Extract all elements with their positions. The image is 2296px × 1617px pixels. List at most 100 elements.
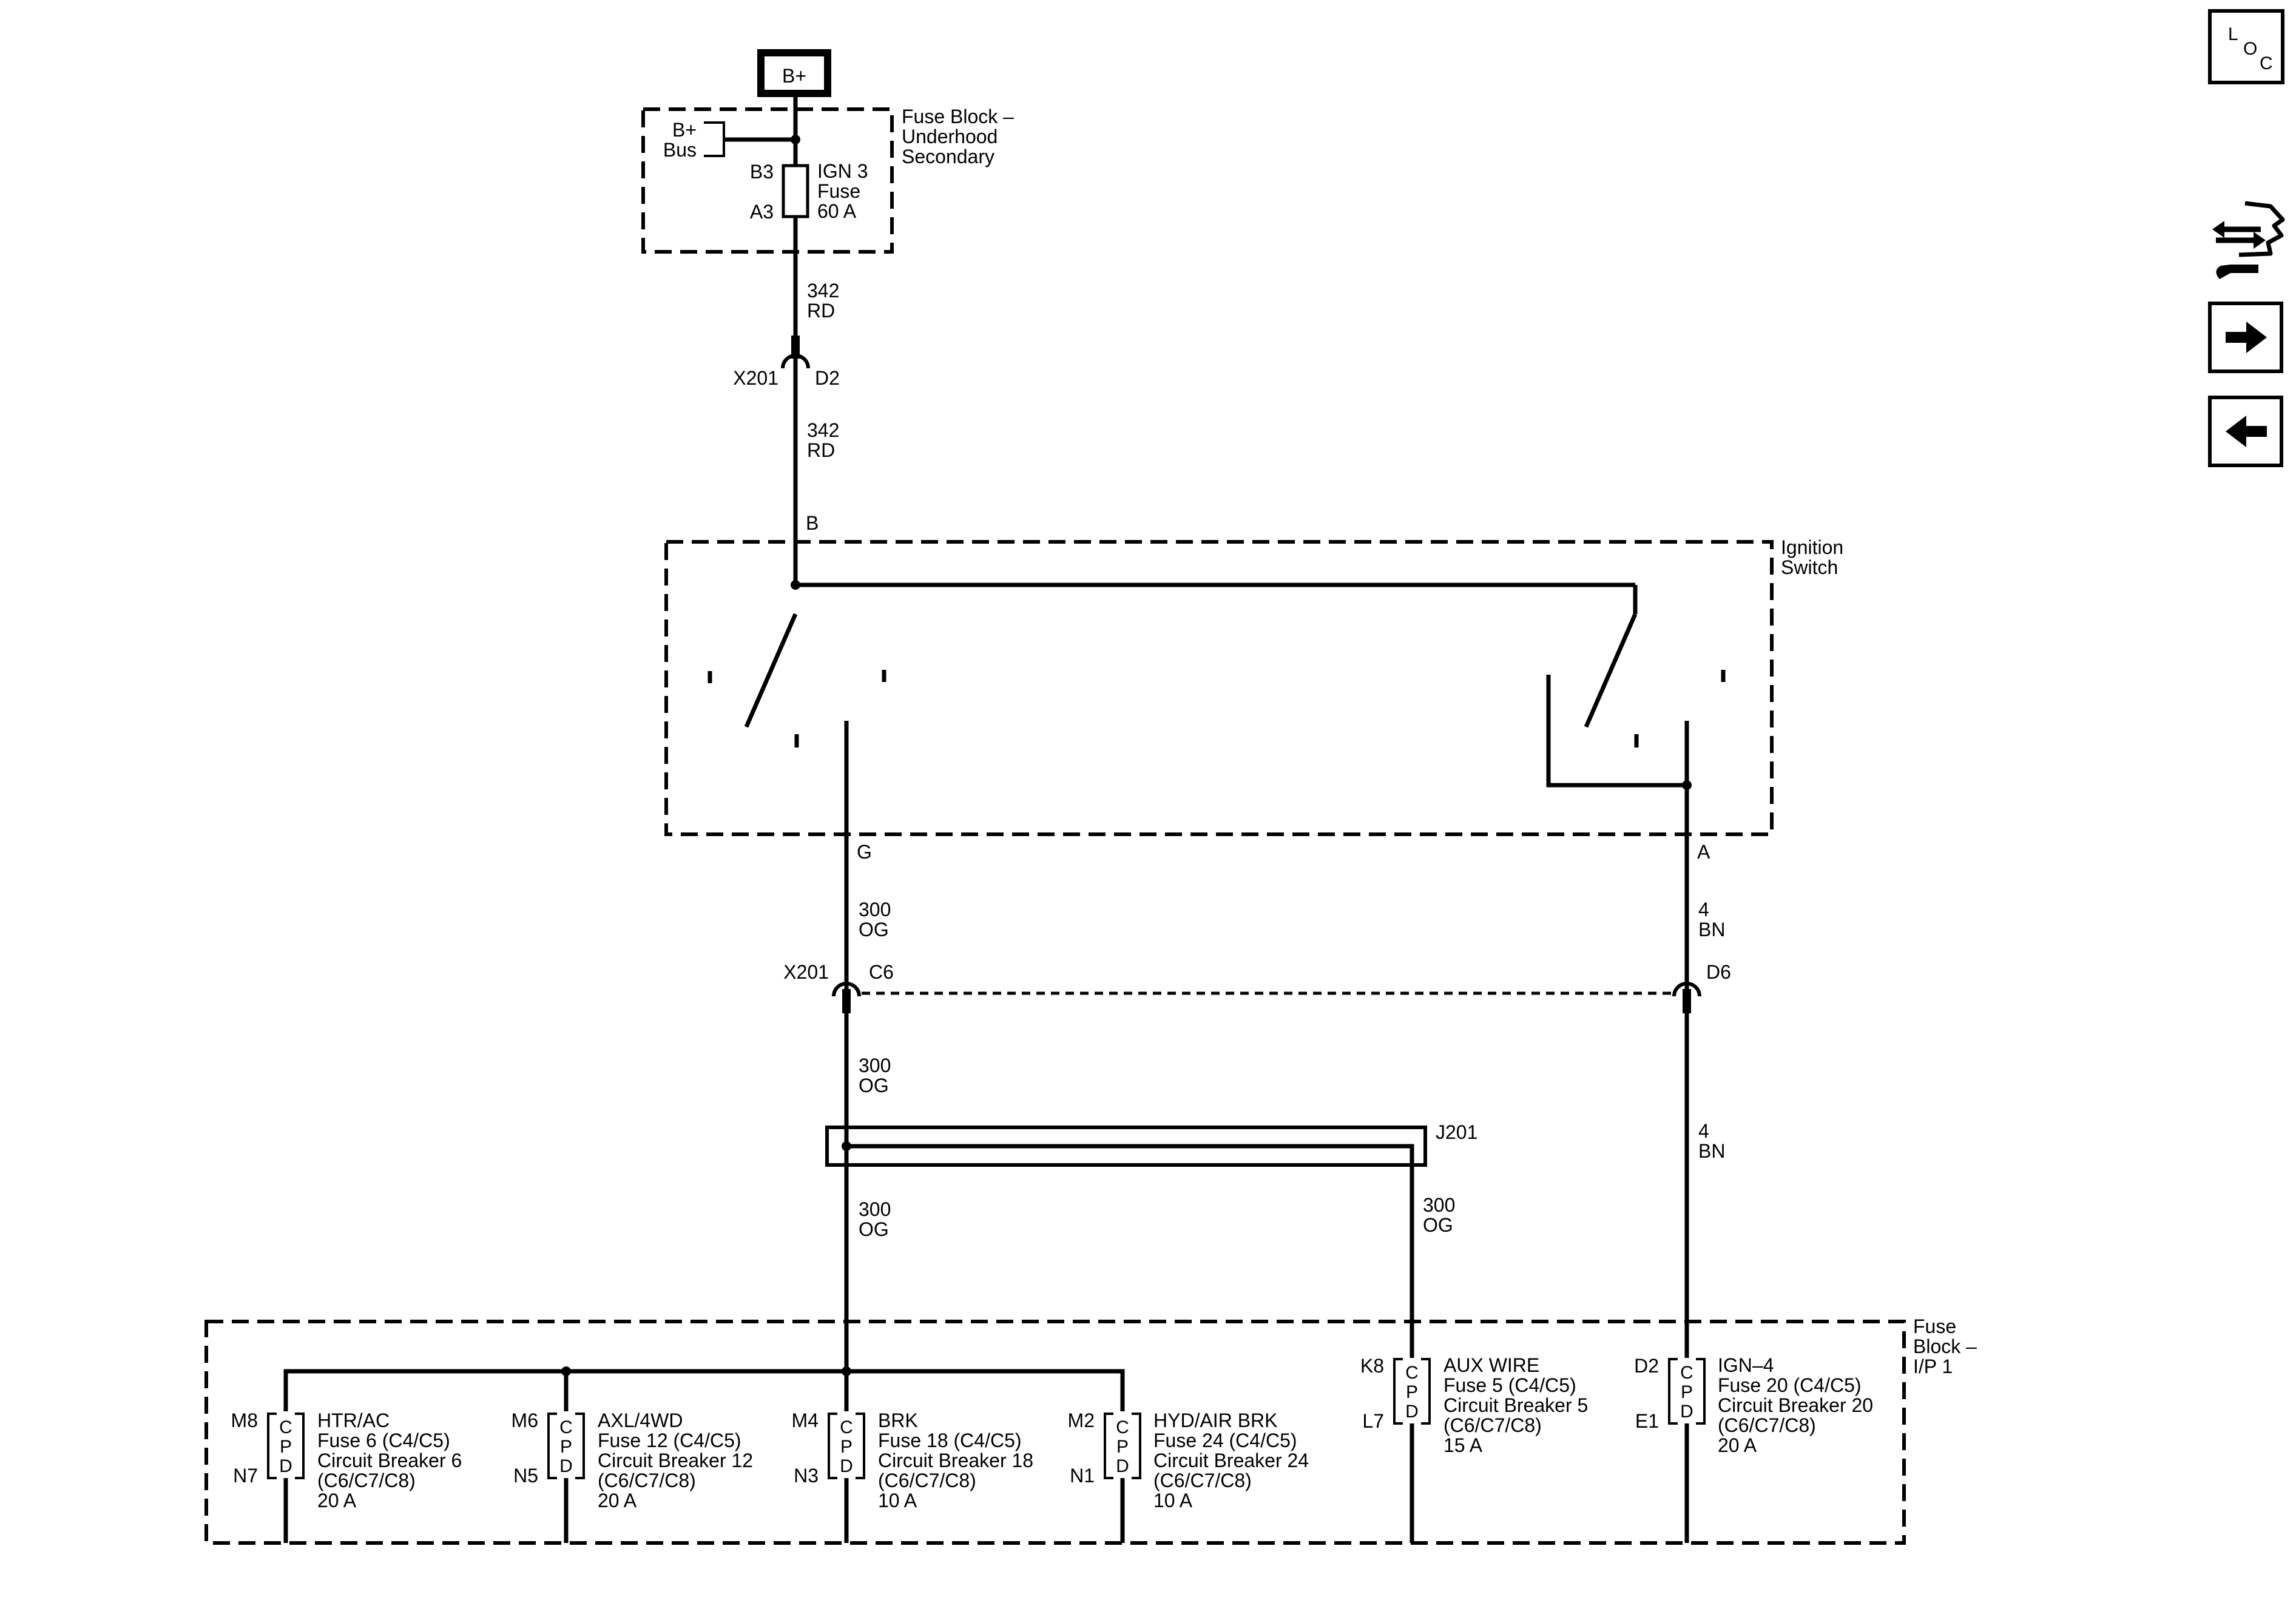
device-htr-ac-pin-top: M8 [231,1409,258,1431]
device-brk-line-3: Circuit Breaker 18 [878,1450,1033,1471]
device-hyd-air-brk-line-4: (C6/C7/C8) [1153,1470,1252,1491]
svg-text:D: D [1116,1456,1129,1476]
device-htr-ac-line-5: 20 A [317,1490,357,1511]
device-ign-4-line-2: Fuse 20 (C4/C5) [1718,1374,1862,1396]
svg-text:O: O [2243,39,2257,59]
loc-button[interactable]: L O C [2208,9,2284,84]
circuit-protection-device-brk: C P D [828,1413,865,1479]
connector-x201-bottom: X201 C6 D6 [783,961,1731,1013]
device-hyd-air-brk-line-2: Fuse 24 (C4/C5) [1153,1430,1297,1451]
device-aux-wire-line-2: Fuse 5 (C4/C5) [1443,1374,1576,1396]
svg-text:P: P [1116,1437,1129,1457]
device-brk-line-1: BRK [878,1409,918,1431]
ignition-switch-pin-g: G [857,841,872,863]
device-brk-line-5: 10 A [878,1490,917,1511]
device-brk-line-4: (C6/C7/C8) [878,1470,976,1491]
device-axl-4wd-line-2: Fuse 12 (C4/C5) [598,1430,741,1451]
device-aux-wire-pin-top: K8 [1360,1355,1384,1377]
svg-text:C: C [1116,1417,1129,1437]
svg-text:P: P [560,1437,572,1457]
wire-4-label-a-2: BN [1698,919,1725,940]
battery-positive-label: B+ [782,65,806,87]
svg-text:C: C [559,1417,573,1437]
device-axl-4wd-pin-top: M6 [512,1409,538,1431]
ign3-fuse-label-2: Fuse [817,180,860,202]
svg-text:C: C [1680,1363,1693,1383]
ign3-fuse-label-1: IGN 3 [817,160,868,182]
ign3-fuse-label-3: 60 A [817,200,857,222]
circuit-protection-device-aux-wire: C P D [1393,1358,1431,1425]
previous-page-button[interactable] [2208,396,2283,467]
bus-label-1: B+ [672,119,697,141]
device-htr-ac-line-2: Fuse 6 (C4/C5) [317,1430,450,1451]
circuit-protection-device-hyd-air-brk: C P D [1104,1413,1141,1479]
next-page-button[interactable] [2208,302,2283,373]
device-axl-4wd-line-4: (C6/C7/C8) [598,1470,696,1491]
device-hyd-air-brk-line-5: 10 A [1153,1490,1193,1511]
device-hyd-air-brk-line-1: HYD/AIR BRK [1153,1409,1277,1431]
wire-300-label-a-2: OG [859,919,889,940]
device-aux-wire-line-5: 15 A [1443,1434,1483,1456]
svg-text:D: D [840,1456,853,1476]
device-ign-4-line-3: Circuit Breaker 20 [1718,1394,1873,1416]
device-ign-4-pin-top: D2 [1634,1355,1659,1377]
svg-text:D: D [559,1456,573,1476]
device-brk-pin-top: M4 [792,1409,819,1431]
connector-x201-top-pin: D2 [815,367,840,389]
device-aux-wire-line-3: Circuit Breaker 5 [1443,1394,1588,1416]
wire-342-label-a-1: 342 [807,280,839,302]
device-ign-4-line-1: IGN–4 [1718,1354,1774,1376]
device-ign-4-line-5: 20 A [1718,1434,1757,1456]
ignition-switch-title-1: Ignition [1781,536,1843,558]
ignition-switch-pin-b: B [806,512,819,534]
device-aux-wire-line-4: (C6/C7/C8) [1443,1414,1542,1436]
svg-text:P: P [1406,1382,1418,1402]
circuit-protection-device-axl-4wd: C P D [547,1413,585,1479]
device-htr-ac-pin-bottom: N7 [233,1465,258,1487]
connector-tool-icon[interactable] [2212,201,2285,279]
bus-label-2: Bus [663,139,697,161]
splice-j201-label: J201 [1436,1121,1477,1143]
svg-text:L: L [2228,24,2238,44]
wire-4-label-b-2: BN [1698,1140,1725,1162]
device-ign-4-pin-bottom: E1 [1635,1410,1659,1432]
ign3-fuse-symbol [782,164,809,218]
device-hyd-air-brk-pin-bottom: N1 [1070,1465,1095,1487]
fuse-block-ip: Fuse Block – I/P 1 C P D M8 N7 HTR/AC Fu… [204,1315,1977,1545]
svg-text:P: P [1681,1382,1693,1402]
arrow-right-icon [2226,322,2267,353]
device-hyd-air-brk-pin-top: M2 [1068,1409,1095,1431]
device-axl-4wd-pin-bottom: N5 [513,1465,538,1487]
device-brk-line-2: Fuse 18 (C4/C5) [878,1430,1022,1451]
svg-text:D: D [1405,1402,1419,1422]
device-brk-pin-bottom: N3 [794,1465,819,1487]
wire-300-label-d-2: OG [1423,1214,1453,1236]
device-aux-wire-line-1: AUX WIRE [1443,1354,1539,1376]
wire-300-label-c-1: 300 [859,1198,891,1220]
svg-text:C: C [2260,53,2273,73]
connector-x201-bottom-name: X201 [783,961,829,983]
wire-342-label-a-2: RD [807,300,835,322]
wire-300-label-b-2: OG [859,1075,889,1096]
svg-text:C: C [279,1417,292,1437]
fuse-block-underhood-title-1: Fuse Block – [902,106,1014,127]
svg-text:P: P [840,1437,853,1457]
fuse-block-underhood-title-3: Secondary [902,146,994,167]
svg-text:D: D [279,1456,292,1476]
arrow-left-icon [2226,416,2267,447]
svg-text:D: D [1680,1402,1693,1422]
device-htr-ac-line-4: (C6/C7/C8) [317,1470,416,1491]
circuit-protection-device-htr-ac: C P D [267,1413,305,1479]
device-axl-4wd-line-5: 20 A [598,1490,637,1511]
ignition-switch-pin-a: A [1697,841,1710,863]
fuse-block-ip-title-2: Block – [1913,1335,1977,1357]
ignition-switch: Ignition Switch [664,536,1843,836]
ign3-fuse-pin-bottom: A3 [750,201,774,223]
device-ign-4-line-4: (C6/C7/C8) [1718,1414,1816,1436]
fuse-block-underhood-title-2: Underhood [902,126,998,147]
wire-4-label-b-1: 4 [1698,1120,1709,1142]
wire-4-label-a-1: 4 [1698,899,1709,920]
device-htr-ac-line-1: HTR/AC [317,1409,390,1431]
device-axl-4wd-line-1: AXL/4WD [598,1409,683,1431]
